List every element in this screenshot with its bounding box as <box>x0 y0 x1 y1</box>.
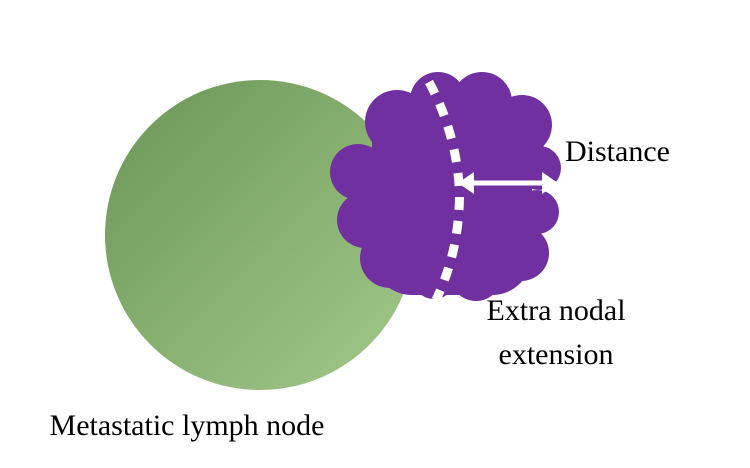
extranodal-extension-blob <box>330 72 561 301</box>
distance-label: Distance <box>565 135 670 168</box>
node-capsule-dashed-line <box>425 79 464 302</box>
extension-label-line2: extension <box>499 338 614 371</box>
node-label: Metastatic lymph node <box>50 409 325 442</box>
distance-arrow <box>458 172 558 194</box>
arrowhead-right <box>542 172 558 194</box>
arrowhead-left <box>458 172 474 194</box>
extension-label-line1: Extra nodal <box>486 294 625 327</box>
